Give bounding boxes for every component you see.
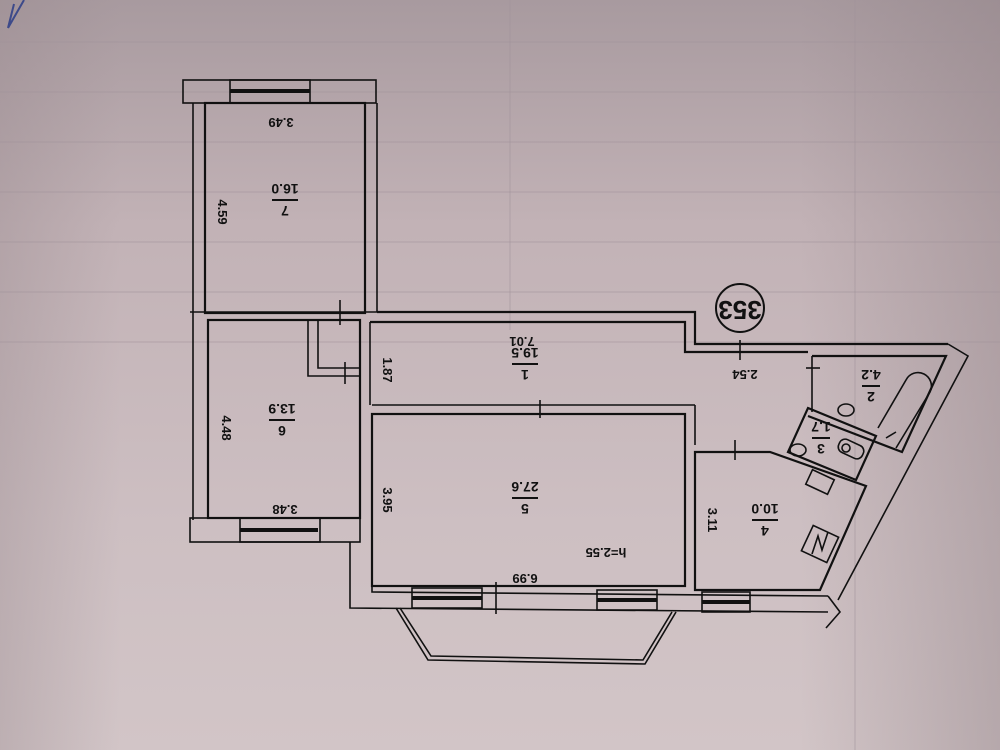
svg-text:h=2.55: h=2.55 (586, 545, 627, 560)
plan-number-badge: 353 (715, 283, 765, 333)
svg-text:5: 5 (521, 501, 529, 517)
svg-text:1.87: 1.87 (380, 357, 395, 382)
room-labels: 7 16.0 6 13.9 1 19.5 5 27.6 4 10.0 2 4.2 (268, 181, 881, 539)
svg-text:353: 353 (718, 295, 761, 325)
dimension-labels: 3.49 4.59 4.48 3.48 7.01 1.87 3.95 6.99 … (215, 115, 758, 586)
sink-icon (837, 403, 855, 417)
room-4-kitchen (693, 343, 970, 629)
svg-text:7: 7 (281, 203, 289, 219)
svg-text:2: 2 (867, 389, 875, 405)
svg-text:3.48: 3.48 (272, 502, 297, 517)
svg-text:7.01: 7.01 (509, 334, 534, 349)
sink-icon (804, 468, 836, 496)
svg-text:3: 3 (817, 441, 825, 457)
room-1-corridor (359, 310, 948, 518)
svg-text:10.0: 10.0 (751, 501, 778, 517)
label-room-3: 3 1.7 (811, 419, 831, 457)
room-3-wc (786, 403, 878, 482)
room-2-bathroom (806, 354, 948, 454)
stove-icon (800, 524, 840, 564)
room-5-living (349, 404, 829, 665)
svg-text:3.95: 3.95 (380, 487, 395, 512)
room-6 (189, 300, 690, 543)
label-room-2: 2 4.2 (861, 367, 881, 405)
svg-text:19.5: 19.5 (511, 345, 538, 361)
bathtub-icon (877, 371, 933, 449)
svg-text:2.54: 2.54 (732, 367, 758, 382)
svg-text:4.59: 4.59 (215, 199, 230, 224)
label-room-4: 4 10.0 (751, 501, 778, 539)
label-room-1: 1 19.5 (511, 345, 538, 383)
room-7 (182, 79, 378, 520)
toilet-icon (837, 438, 865, 460)
pen-mark (7, 0, 25, 29)
svg-text:3.49: 3.49 (268, 115, 293, 130)
label-room-6: 6 13.9 (268, 401, 295, 439)
svg-text:1: 1 (521, 367, 529, 383)
svg-text:1.7: 1.7 (811, 419, 831, 435)
svg-text:13.9: 13.9 (268, 401, 295, 417)
svg-text:4: 4 (761, 523, 769, 539)
label-room-7: 7 16.0 (271, 181, 298, 219)
svg-text:4.48: 4.48 (219, 415, 234, 440)
label-room-5: 5 27.6 (511, 479, 538, 517)
svg-text:6.99: 6.99 (512, 571, 537, 586)
svg-text:27.6: 27.6 (511, 479, 538, 495)
svg-text:16.0: 16.0 (271, 181, 298, 197)
svg-text:4.2: 4.2 (861, 367, 881, 383)
svg-text:6: 6 (278, 423, 286, 439)
svg-text:3.11: 3.11 (705, 508, 720, 533)
